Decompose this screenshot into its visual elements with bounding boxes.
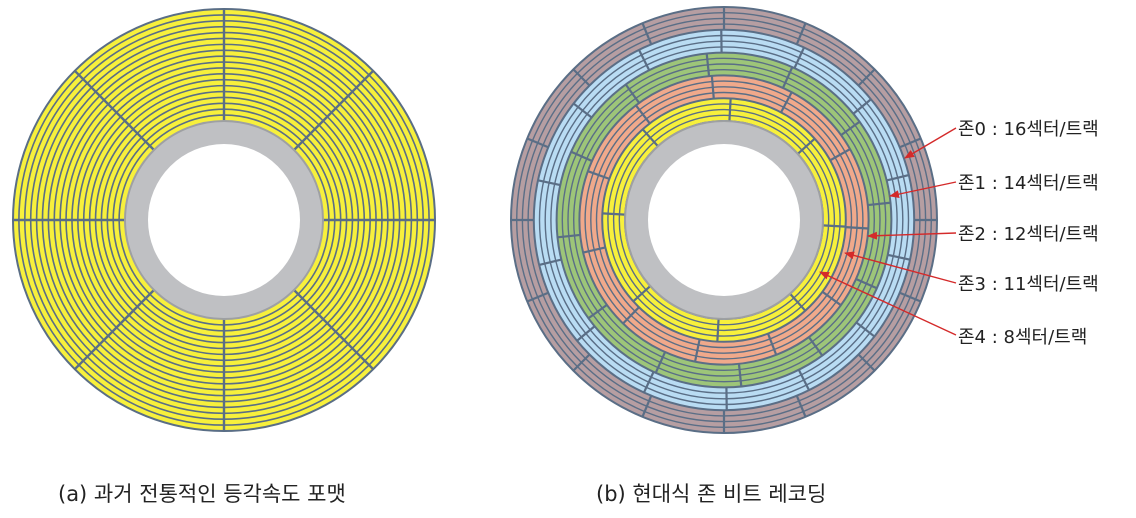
zone-3-sector-boundary bbox=[587, 170, 610, 180]
zone-2-sector-boundary bbox=[705, 53, 711, 77]
zone-1-sector-boundary bbox=[887, 253, 911, 261]
zone-4-sector-boundary bbox=[796, 137, 816, 155]
zone-2-sector-boundary bbox=[867, 201, 891, 207]
track-line bbox=[550, 46, 898, 394]
sector-boundary bbox=[73, 289, 155, 371]
zone-4-sector-boundary bbox=[728, 98, 732, 122]
zone-1-sector-boundary bbox=[642, 371, 655, 393]
zone-0-sector-boundary bbox=[572, 68, 591, 87]
zone-4-sector-boundary bbox=[789, 292, 807, 312]
zone-arrows bbox=[819, 127, 957, 336]
zone-1-sector-boundary bbox=[638, 49, 651, 71]
zone-2-sector-boundary bbox=[570, 150, 593, 163]
zone-4-sector-boundary bbox=[602, 212, 626, 216]
zone-0-label: 존0 : 16섹터/트랙 bbox=[958, 119, 1099, 140]
zone-4-arrow bbox=[819, 271, 957, 336]
zone-3-sector-boundary bbox=[845, 226, 869, 230]
zone-2-sector-boundary bbox=[855, 277, 878, 290]
zone-2-label: 존2 : 12섹터/트랙 bbox=[958, 224, 1099, 245]
track-line bbox=[573, 68, 876, 372]
track-line bbox=[612, 108, 836, 332]
zone-0-sector-boundary bbox=[526, 137, 549, 149]
zone-3-sector-boundary bbox=[582, 246, 606, 254]
sector-boundary bbox=[293, 69, 375, 151]
caption-zone-bit-recording: (b) 현대식 존 비트 레코딩 bbox=[596, 482, 827, 506]
zone-3-sector-boundary bbox=[710, 75, 715, 99]
zone-4-sector-boundary bbox=[716, 318, 720, 342]
zone-2-sector-boundary bbox=[624, 83, 641, 104]
track-line bbox=[590, 86, 858, 354]
zone-4-label: 존4 : 8섹터/트랙 bbox=[958, 327, 1087, 348]
zone-1-label: 존1 : 14섹터/트랙 bbox=[958, 173, 1099, 194]
zone-0-sector-boundary bbox=[795, 22, 807, 45]
track-line bbox=[538, 34, 910, 406]
zone-0-sector-boundary bbox=[899, 137, 922, 149]
zone-1-sector-boundary bbox=[538, 258, 562, 267]
zone-3-sector-boundary bbox=[766, 333, 778, 356]
zone-0-sector-boundary bbox=[857, 353, 876, 372]
track-line bbox=[595, 91, 853, 349]
zone-2-arrow bbox=[867, 231, 957, 240]
zone-1-sector-boundary bbox=[852, 98, 872, 115]
zone-labels: 존0 : 16섹터/트랙 존1 : 14섹터/트랙 존2 : 12섹터/트랙 존… bbox=[958, 119, 1099, 348]
zone-0-sector-boundary bbox=[572, 353, 591, 372]
zone-2-sector-boundary bbox=[781, 66, 794, 89]
zone-2-sector-boundary bbox=[737, 363, 743, 387]
zone-3-sector-boundary bbox=[693, 339, 701, 362]
zone-1-sector-boundary bbox=[576, 325, 596, 342]
zone-3-sector-boundary bbox=[821, 290, 842, 307]
zone-1-sector-boundary bbox=[886, 173, 910, 182]
zone-3-label: 존3 : 11섹터/트랙 bbox=[958, 274, 1099, 295]
sector-boundary bbox=[293, 289, 375, 371]
zone-0-arrow bbox=[904, 127, 957, 159]
zone-2-sector-boundary bbox=[840, 120, 861, 137]
track-line bbox=[618, 114, 830, 326]
track-line bbox=[567, 63, 881, 377]
zone-1-arrow bbox=[889, 181, 957, 199]
track-line bbox=[584, 80, 864, 360]
sector-boundary bbox=[73, 69, 155, 151]
track-line bbox=[544, 40, 904, 400]
zone-1-sector-boundary bbox=[793, 47, 806, 69]
track-line bbox=[607, 103, 841, 337]
caption-traditional-format: (a) 과거 전통적인 등각속도 포맷 bbox=[58, 482, 346, 506]
zone-1-sector-boundary bbox=[537, 179, 561, 187]
zone-1-sector-boundary bbox=[797, 369, 810, 391]
zone-1-sector-boundary bbox=[855, 321, 876, 338]
zone-0-sector-boundary bbox=[641, 22, 653, 45]
zone-4-sector-boundary bbox=[641, 128, 659, 148]
zone-3-sector-boundary bbox=[622, 306, 640, 325]
zone-2-sector-boundary bbox=[807, 336, 824, 357]
zone-0-sector-boundary bbox=[526, 291, 549, 303]
zone-bit-recording-disk bbox=[510, 6, 938, 434]
zone-1-sector-boundary bbox=[572, 102, 593, 119]
zone-3-arrow bbox=[844, 251, 957, 284]
zone-3-sector-boundary bbox=[780, 91, 793, 113]
zone-4-sector-boundary bbox=[632, 285, 652, 303]
zone-3-sector-boundary bbox=[829, 148, 851, 162]
zone-2-sector-boundary bbox=[557, 233, 581, 239]
hub-hole bbox=[148, 144, 300, 296]
zone-4-sector-boundary bbox=[822, 224, 846, 228]
zone-2-sector-boundary bbox=[654, 351, 667, 374]
zone-2-sector-boundary bbox=[587, 303, 608, 320]
zone-0-sector-boundary bbox=[857, 68, 876, 87]
zone-3-sector-boundary bbox=[635, 104, 651, 125]
traditional-cav-disk bbox=[12, 8, 436, 432]
track-line bbox=[561, 57, 887, 383]
zone-0-sector-boundary bbox=[795, 395, 807, 418]
zone-0-sector-boundary bbox=[899, 291, 922, 303]
zone-0-sector-boundary bbox=[641, 395, 653, 418]
hub-hole bbox=[648, 144, 800, 296]
